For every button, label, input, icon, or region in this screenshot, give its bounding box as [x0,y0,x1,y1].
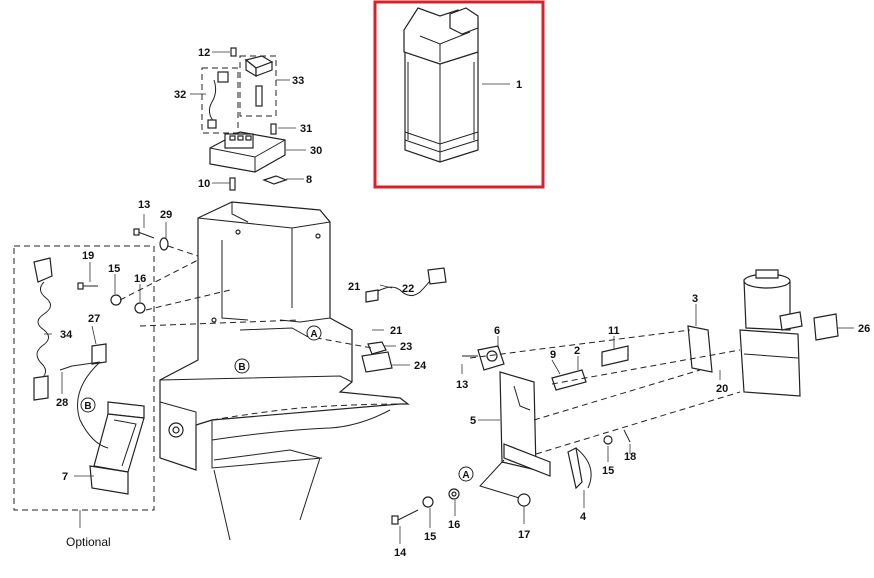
callout-13-frame: 13 [138,199,150,211]
pedal-part-7[interactable] [71,361,145,495]
callout-26: 26 [858,323,870,335]
screw-part-12 [230,47,237,57]
callout-34: 34 [60,329,73,341]
cable-part-34 [33,257,53,401]
bracket-part-27 [91,343,107,365]
callout-14: 14 [394,547,407,559]
optional-box [13,245,155,511]
connector-a-bracket: A [458,466,474,482]
control-module-part-30[interactable] [209,131,286,173]
callout-16-left: 16 [134,273,146,285]
callout-7: 7 [62,471,68,483]
screw-part-31 [270,123,277,135]
plate-part-8 [262,175,288,185]
callout-28: 28 [56,397,68,409]
callout-15-bottom: 15 [424,531,436,543]
connector-a-frame: A [306,325,322,341]
svg-text:A: A [310,329,317,340]
callout-15-left: 15 [108,263,120,275]
switch-part-26 [813,313,839,341]
screw-part-28 [59,365,73,371]
bracket-part-24 [361,351,393,373]
callout-32: 32 [174,89,186,101]
optional-label: Optional [66,535,111,549]
plate-part-11 [601,345,629,367]
callout-33: 33 [292,75,304,87]
washer-part-16-bottom [448,488,460,500]
svg-text:A: A [462,470,469,481]
switch-part-23 [367,341,387,355]
harness-part-22 [365,267,447,303]
fuse-part-9 [551,369,587,391]
callout-27: 27 [88,313,100,325]
callout-20: 20 [716,383,728,395]
nut-part-15-bottom [422,496,434,508]
screw-part-14 [391,509,419,525]
callout-1: 1 [516,79,522,91]
callout-22: 22 [402,283,414,295]
callout-29: 29 [160,209,172,221]
callout-19: 19 [82,250,94,262]
callout-16-bottom: 16 [448,519,460,531]
washer-part-29 [159,237,169,251]
nut-part-17 [517,493,531,507]
callout-6: 6 [494,325,500,337]
callout-24: 24 [414,360,427,372]
bolt-part-13-frame [133,228,155,239]
callout-17: 17 [518,529,530,541]
screw-part-18 [623,429,631,443]
callout-11: 11 [608,325,620,337]
callout-15-right: 15 [602,465,614,477]
connector-b-frame: B [234,358,250,374]
highlight-frame [373,0,545,189]
callout-2: 2 [574,345,580,357]
callout-31: 31 [300,123,312,135]
callout-10: 10 [198,178,210,190]
nut-part-15-left [110,294,122,306]
callout-13-right: 13 [456,379,468,391]
callout-4: 4 [580,511,587,523]
callout-12: 12 [198,47,210,59]
callout-9: 9 [550,349,556,361]
callout-30: 30 [310,145,322,157]
callout-23: 23 [400,341,412,353]
callout-3: 3 [692,293,698,305]
bracket-part-5[interactable] [479,371,551,501]
svg-text:B: B [84,401,91,412]
callout-21-bottom: 21 [390,325,402,337]
wiring-box-part-32 [201,67,239,134]
battery-part-1[interactable] [403,7,479,163]
callout-5: 5 [470,415,476,427]
washer-part-16-left [134,302,146,314]
cover-part-3 [687,325,713,373]
nut-part-15-right [603,435,613,445]
motor-pump-part-20[interactable] [739,269,803,397]
horn-part-4 [567,447,592,490]
screw-part-10 [229,177,236,191]
callout-21-top: 21 [348,281,360,293]
svg-text:B: B [238,362,245,373]
main-frame [159,201,410,541]
callout-18: 18 [624,451,636,463]
contactor-part-6 [477,345,505,371]
screw-part-19 [77,282,98,290]
callout-8: 8 [306,174,312,186]
connector-b-pedal: B [80,397,96,413]
connector-part-33 [239,55,277,117]
